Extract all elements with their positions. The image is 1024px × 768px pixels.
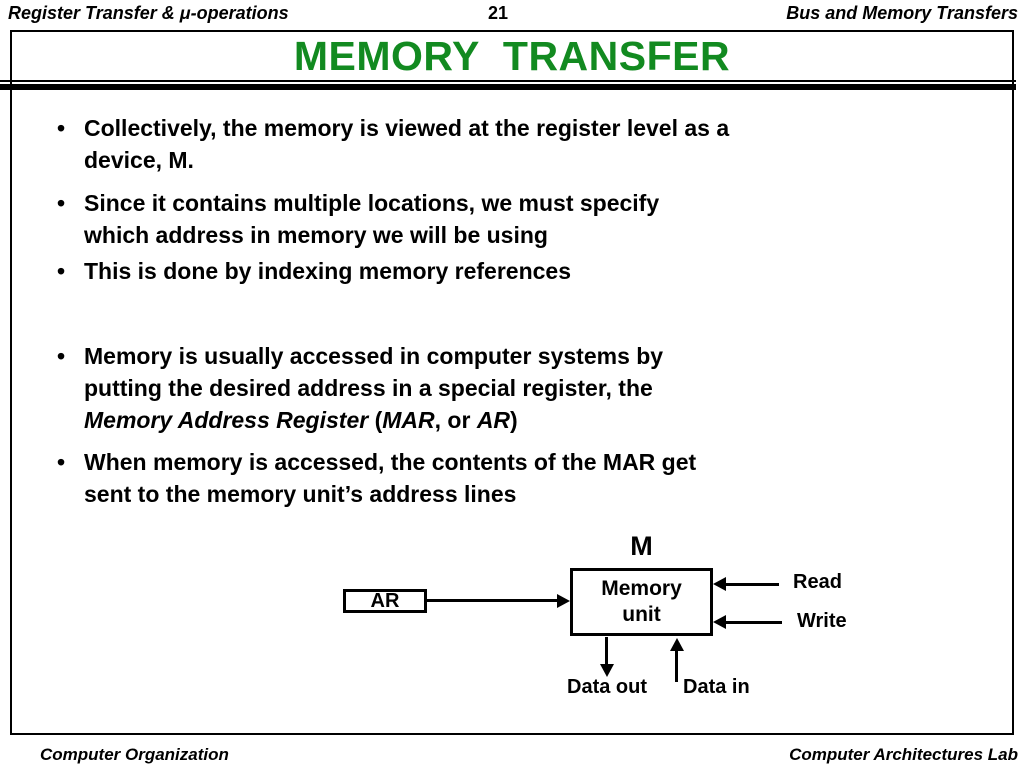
read-signal-label: Read	[793, 571, 842, 593]
bullet-dot-icon: •	[57, 258, 66, 284]
header-course-title: Register Transfer & μ-operations	[8, 3, 289, 23]
bullet-text: When memory is accessed, the contents of…	[84, 449, 697, 507]
page-title: MEMORY TRANSFER	[293, 33, 731, 79]
write-arrowhead-icon	[713, 615, 726, 629]
ar-to-memory-arrow-line	[427, 599, 559, 602]
bullet-dot-icon: •	[57, 343, 66, 369]
bullet-text: Memory is usually accessed in computer s…	[84, 343, 664, 433]
footer-lab-name: Computer Architectures Lab	[789, 745, 1018, 764]
memory-unit-label-line1: Memory	[601, 577, 682, 600]
ar-to-memory-arrowhead-icon	[557, 594, 570, 608]
title-separator-thick-line	[0, 84, 1016, 90]
bullet-item: • Memory is usually accessed in computer …	[50, 340, 970, 436]
title-separator-thin-line	[0, 80, 1016, 82]
footer-course-name: Computer Organization	[40, 745, 229, 764]
data-in-label: Data in	[683, 676, 750, 698]
write-arrow-line	[724, 621, 782, 624]
bullet-item: • This is done by indexing memory referen…	[50, 255, 970, 287]
bullet-item: • Since it contains multiple locations, w…	[50, 187, 970, 251]
data-in-arrowhead-icon	[670, 638, 684, 651]
slide-content-box	[10, 30, 1014, 735]
data-out-arrowhead-icon	[600, 664, 614, 677]
bullet-item: • When memory is accessed, the contents o…	[50, 446, 970, 510]
write-signal-label: Write	[797, 610, 847, 632]
memory-device-name-label: M	[630, 531, 653, 561]
bullet-list: • Collectively, the memory is viewed at t…	[50, 112, 970, 510]
data-out-label: Data out	[567, 676, 647, 698]
page-number: 21	[487, 3, 509, 23]
read-arrow-line	[724, 583, 779, 586]
data-in-arrow-line	[675, 649, 678, 682]
ar-register-label: AR	[370, 589, 400, 612]
memory-unit-box: Memory unit	[570, 568, 713, 636]
bullet-text: Since it contains multiple locations, we…	[84, 190, 660, 248]
memory-unit-label-line2: unit	[622, 603, 661, 626]
bullet-item: • Collectively, the memory is viewed at t…	[50, 112, 970, 176]
bullet-text: This is done by indexing memory referenc…	[84, 258, 571, 284]
header-section-title: Bus and Memory Transfers	[786, 3, 1018, 23]
data-out-arrow-line	[605, 637, 608, 667]
bullet-dot-icon: •	[57, 115, 66, 141]
ar-register-box: AR	[343, 589, 427, 613]
read-arrowhead-icon	[713, 577, 726, 591]
bullet-text: Collectively, the memory is viewed at th…	[84, 115, 730, 173]
bullet-dot-icon: •	[57, 449, 66, 475]
bullet-dot-icon: •	[57, 190, 66, 216]
